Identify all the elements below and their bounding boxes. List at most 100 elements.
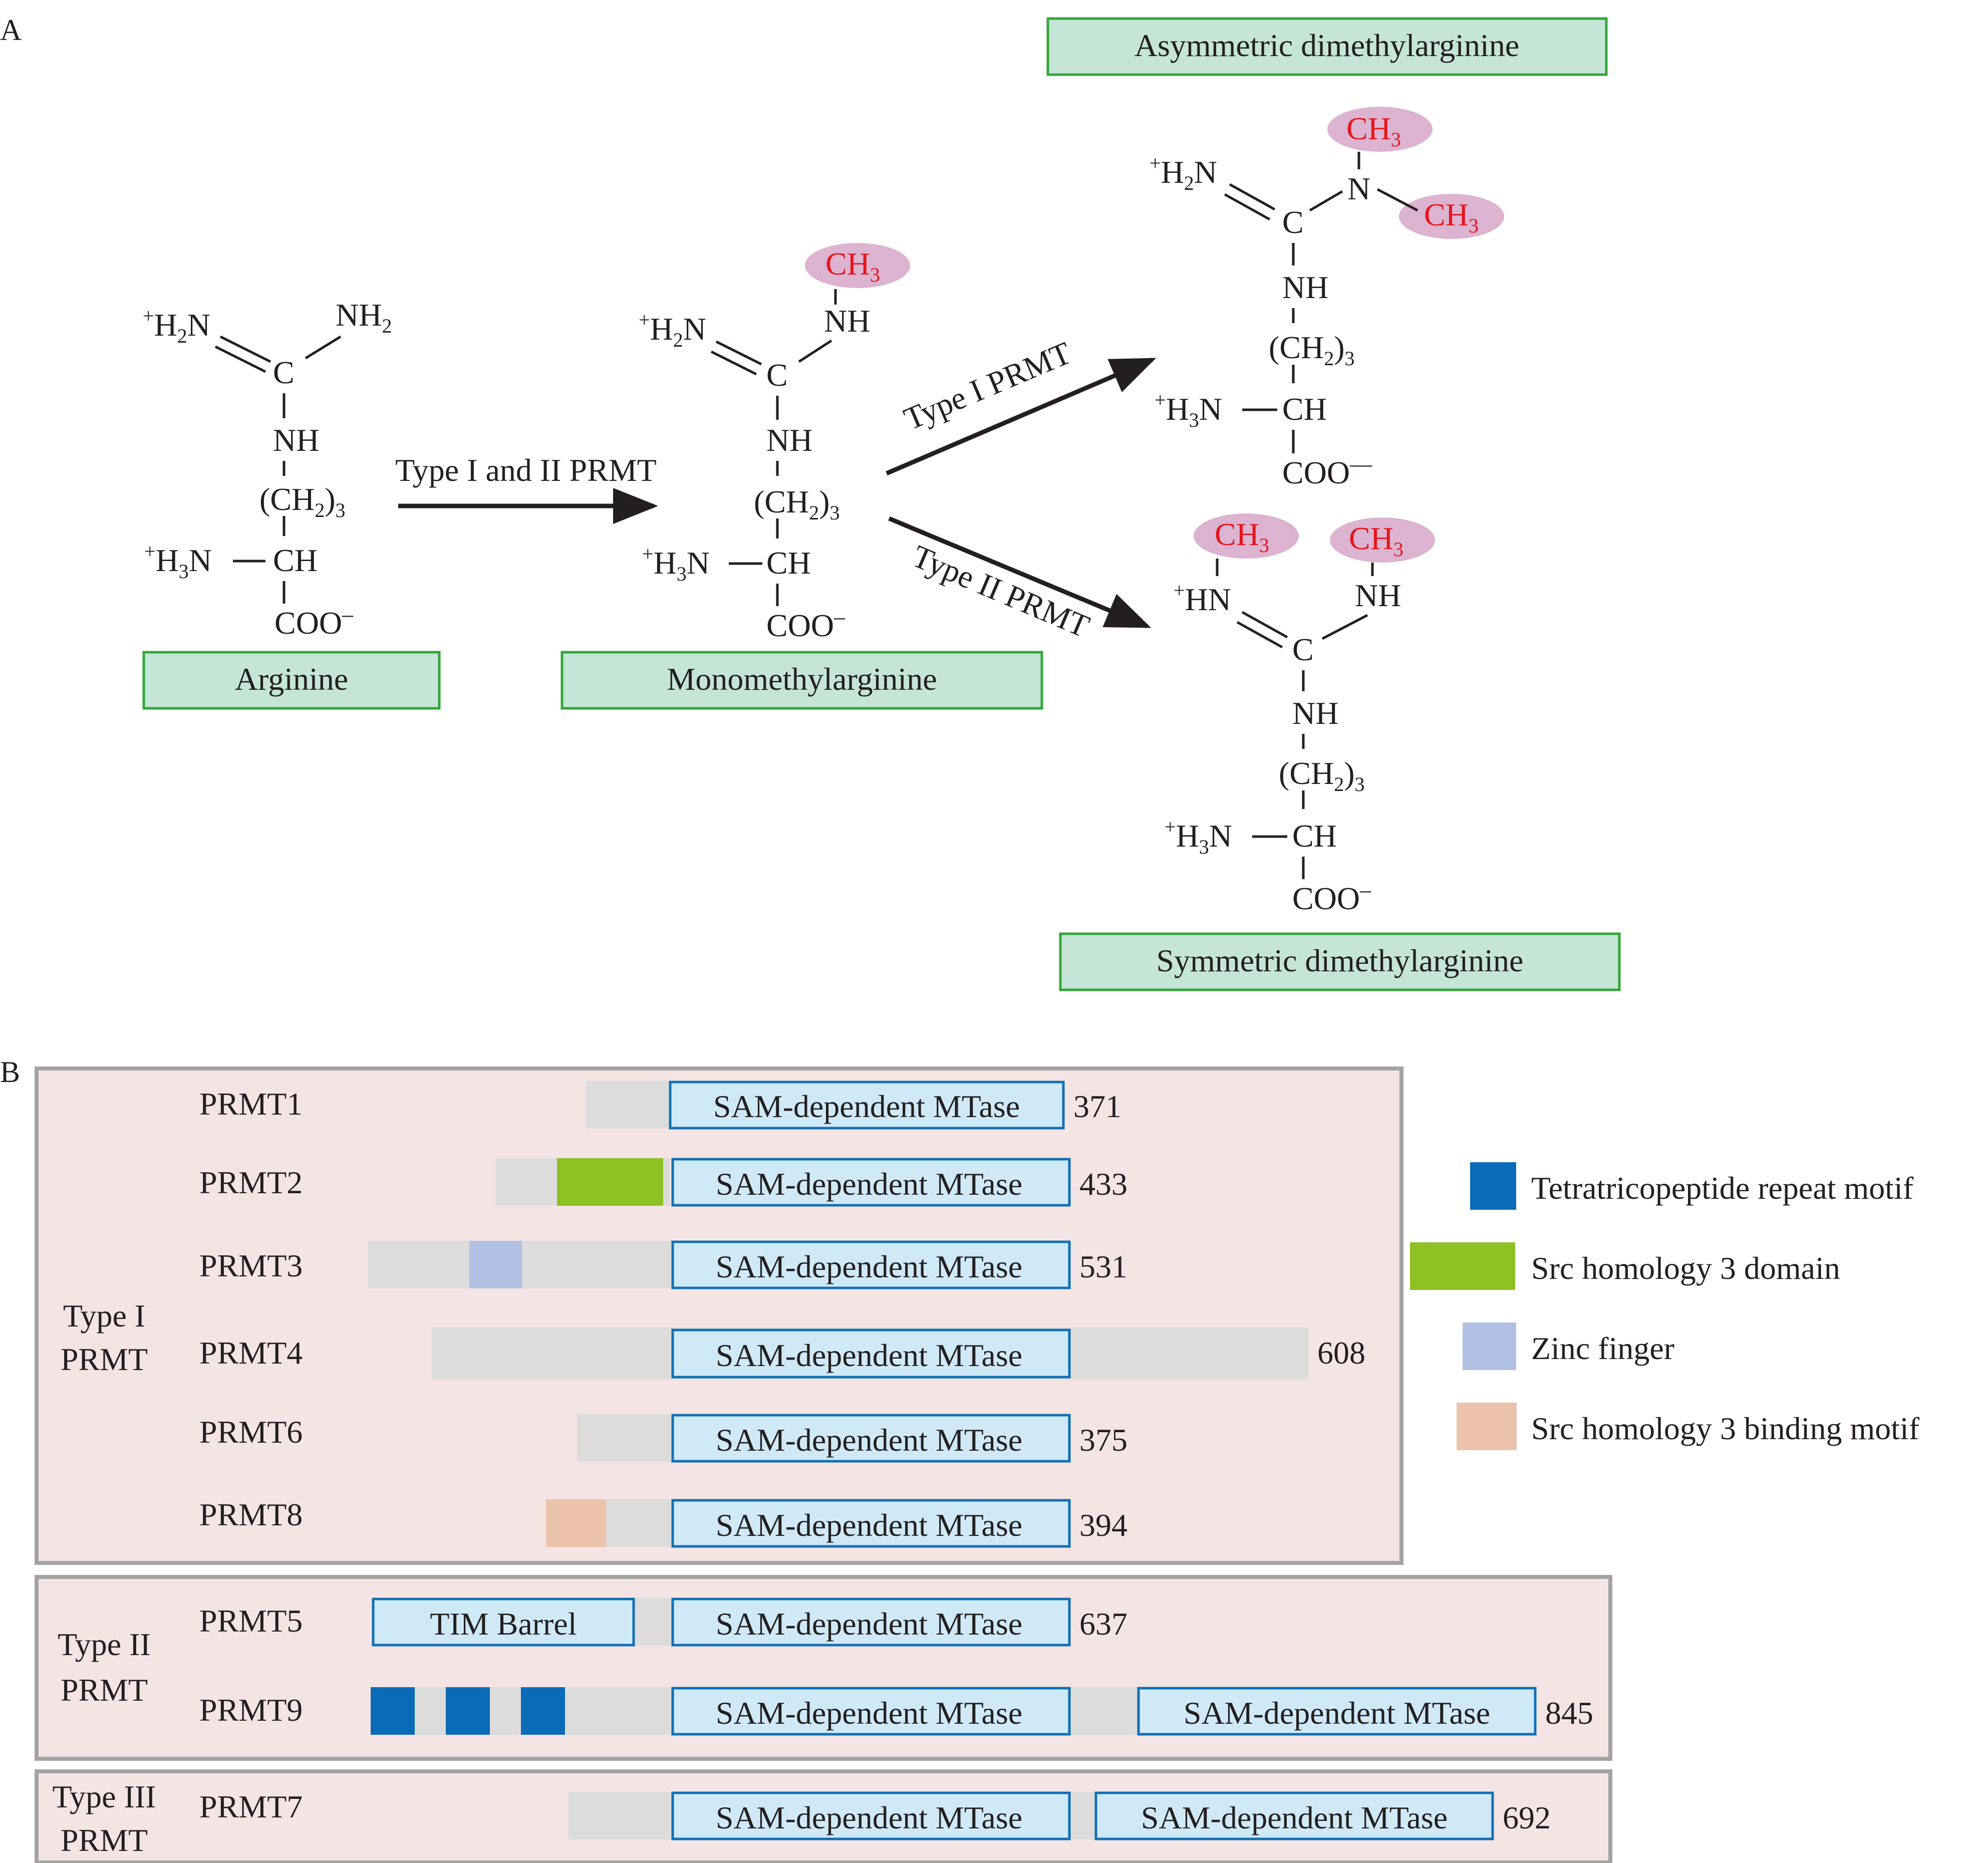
legend-label: Zinc finger xyxy=(1531,1330,1674,1366)
panel-b-label: B xyxy=(0,1055,20,1089)
zinc-finger-domain xyxy=(469,1241,522,1288)
arg-carboxylate: COO– xyxy=(274,602,354,641)
legend-swatch-sh3 xyxy=(1410,1242,1515,1290)
monomethylarginine-name-box: Monomethylarginine xyxy=(560,651,1043,710)
arg-methylene-chain: (CH2)3 xyxy=(259,481,346,521)
sdma-label: Symmetric dimethylarginine xyxy=(1157,943,1524,978)
protein-length: 371 xyxy=(1073,1089,1121,1124)
sdma-methyl-1-highlight xyxy=(1194,513,1299,559)
tim-barrel-label: TIM Barrel xyxy=(430,1606,577,1642)
sam-mtase-domain xyxy=(671,1598,1071,1647)
type1-enzyme-label: Type I PRMT xyxy=(899,335,1076,437)
sdma-methyl-group-2: CH3 xyxy=(1349,520,1403,561)
protein-length: 637 xyxy=(1079,1606,1127,1642)
legend-swatch-zinc-finger xyxy=(1463,1322,1516,1370)
mma-nh-methylated: NH xyxy=(824,303,870,339)
type3-group-label-line1: Type III xyxy=(53,1779,156,1814)
protein-name: PRMT7 xyxy=(199,1789,303,1824)
protein-row: PRMT1 SAM-dependent MTase 371 xyxy=(199,1081,1121,1130)
adma-methylene-chain: (CH2)3 xyxy=(1269,330,1355,370)
sam-mtase-label: SAM-dependent MTase xyxy=(713,1089,1020,1124)
protein-name: PRMT8 xyxy=(199,1497,303,1532)
protein-length: 394 xyxy=(1079,1507,1127,1543)
protein-row: PRMT4 SAM-dependent MTase 608 xyxy=(199,1327,1365,1380)
adma-guanidino-nitrogen: +H2N xyxy=(1150,152,1217,194)
tpr-motif xyxy=(521,1687,565,1735)
legend-swatch-sh3-binding xyxy=(1457,1403,1517,1450)
mma-methylene-chain: (CH2)3 xyxy=(754,484,840,524)
type3-group-label-line2: PRMT xyxy=(61,1822,148,1858)
protein-row: PRMT2 SAM-dependent MTase 433 xyxy=(199,1158,1127,1207)
type1-group-label-line1: Type I xyxy=(63,1298,145,1334)
monomethylarginine-structure: CH3 NH +H2N C NH (CH2)3 +H3N CH COO– xyxy=(639,243,910,643)
protein-length: 531 xyxy=(1079,1249,1127,1284)
type2-group-label-line1: Type II xyxy=(58,1627,151,1662)
adma-name-box: Asymmetric dimethylarginine xyxy=(1046,17,1608,76)
protein-name: PRMT1 xyxy=(199,1086,303,1122)
sam-mtase-label: SAM-dependent MTase xyxy=(1141,1800,1448,1835)
legend-label: Tetratricopeptide repeat motif xyxy=(1531,1170,1914,1206)
adma-carbon: C xyxy=(1282,204,1304,240)
sam-mtase-domain-2 xyxy=(1137,1687,1537,1736)
sam-mtase-domain xyxy=(671,1328,1071,1379)
protein-row: PRMT3 SAM-dependent MTase 531 xyxy=(199,1240,1127,1289)
arginine-structure: +H2N NH2 C NH (CH2)3 +H3N CH COO– xyxy=(143,297,392,641)
arginine-name-box: Arginine xyxy=(142,651,441,710)
legend-label: Src homology 3 binding motif xyxy=(1531,1411,1920,1446)
sh3-binding-motif xyxy=(546,1499,606,1547)
adma-methyl-1-highlight xyxy=(1327,107,1433,152)
arg-alpha-amine: +H3N xyxy=(144,540,212,583)
sam-mtase-domain xyxy=(671,1158,1071,1207)
adma-alpha-carbon: CH xyxy=(1282,391,1327,427)
sdma-methyl-group-1: CH3 xyxy=(1215,516,1269,557)
sam-mtase-label: SAM-dependent MTase xyxy=(1184,1695,1490,1731)
protein-name: PRMT3 xyxy=(199,1248,303,1283)
protein-length: 375 xyxy=(1079,1422,1127,1458)
sam-mtase-label: SAM-dependent MTase xyxy=(716,1249,1022,1284)
sdma-methyl-2-highlight xyxy=(1330,517,1435,563)
protein-name: PRMT6 xyxy=(199,1414,303,1450)
tim-barrel-domain xyxy=(372,1598,635,1647)
sdma-hn-left: +HN xyxy=(1174,579,1231,617)
sdma-alpha-carbon: CH xyxy=(1292,818,1337,854)
step1-enzyme-label: Type I and II PRMT xyxy=(395,452,657,488)
protein-row: PRMT5 TIM Barrel SAM-dependent MTase 637 xyxy=(199,1598,1127,1647)
mma-carbon: C xyxy=(766,357,788,393)
legend-swatch-tpr xyxy=(1470,1162,1516,1210)
type2-arrow xyxy=(888,516,1152,629)
protein-row: PRMT7 SAM-dependent MTase SAM-dependent … xyxy=(199,1789,1551,1840)
mma-carboxylate: COO– xyxy=(766,605,845,643)
protein-row: PRMT9 SAM-dependent MTase SAM-dependent … xyxy=(199,1687,1593,1736)
type1-group-label-line2: PRMT xyxy=(61,1342,148,1377)
legend: Tetratricopeptide repeat motif Src homol… xyxy=(1410,1162,1920,1450)
sdma-nh: NH xyxy=(1292,695,1338,731)
backbone xyxy=(634,1598,674,1646)
sam-mtase-domain xyxy=(671,1414,1071,1463)
type2-group-label-line2: PRMT xyxy=(61,1672,148,1708)
sam-mtase-domain xyxy=(671,1791,1071,1840)
sam-mtase-label: SAM-dependent MTase xyxy=(716,1507,1022,1543)
backbone xyxy=(586,1081,670,1129)
tpr-motif xyxy=(446,1687,490,1735)
mma-guanidino-nitrogen: +H2N xyxy=(639,309,706,351)
legend-label: Src homology 3 domain xyxy=(1531,1250,1840,1286)
sam-mtase-domain-2 xyxy=(1094,1791,1494,1840)
type1-group-frame xyxy=(35,1067,1403,1565)
sam-mtase-label: SAM-dependent MTase xyxy=(716,1338,1022,1373)
sdma-nh-right: NH xyxy=(1355,578,1401,613)
protein-name: PRMT4 xyxy=(199,1335,303,1371)
mma-alpha-amine: +H3N xyxy=(642,543,710,585)
sam-mtase-domain xyxy=(669,1081,1065,1130)
sh3-domain xyxy=(557,1158,663,1206)
mma-methyl-highlight xyxy=(805,243,910,288)
backbone xyxy=(577,1414,671,1462)
sam-mtase-label: SAM-dependent MTase xyxy=(716,1422,1022,1458)
arg-amino-group: NH2 xyxy=(336,297,392,337)
mma-nh: NH xyxy=(766,422,812,458)
sam-mtase-label: SAM-dependent MTase xyxy=(716,1695,1022,1731)
arg-guanidino-nitrogen: +H2N xyxy=(143,305,210,347)
type1-arrow xyxy=(886,357,1157,476)
sam-mtase-domain xyxy=(671,1687,1071,1736)
arg-nh: NH xyxy=(273,422,319,458)
protein-row: PRMT6 SAM-dependent MTase 375 xyxy=(199,1414,1127,1463)
